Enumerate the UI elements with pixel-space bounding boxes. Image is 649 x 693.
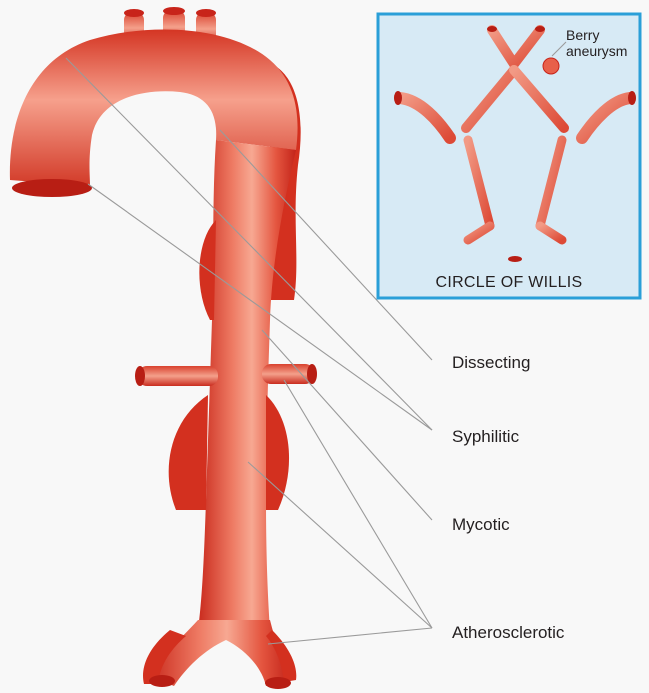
label-atherosclerotic: Atherosclerotic [452,623,565,642]
ascending-aorta-opening [12,179,92,197]
berry-aneurysm [543,58,559,74]
iliac-bifurcation [150,620,290,686]
circle-of-willis-inset: Berry aneurysm CIRCLE OF WILLIS [378,14,640,298]
inset-title: CIRCLE OF WILLIS [435,274,582,291]
label-dissecting: Dissecting [452,353,530,372]
aorta [10,7,317,689]
atherosclerotic-aneurysm-bulge [169,395,208,510]
label-syphilitic: Syphilitic [452,427,520,446]
berry-aneurysm-label-line1: Berry [566,27,599,43]
label-mycotic: Mycotic [452,515,510,534]
berry-aneurysm-label-line2: aneurysm [566,43,627,59]
